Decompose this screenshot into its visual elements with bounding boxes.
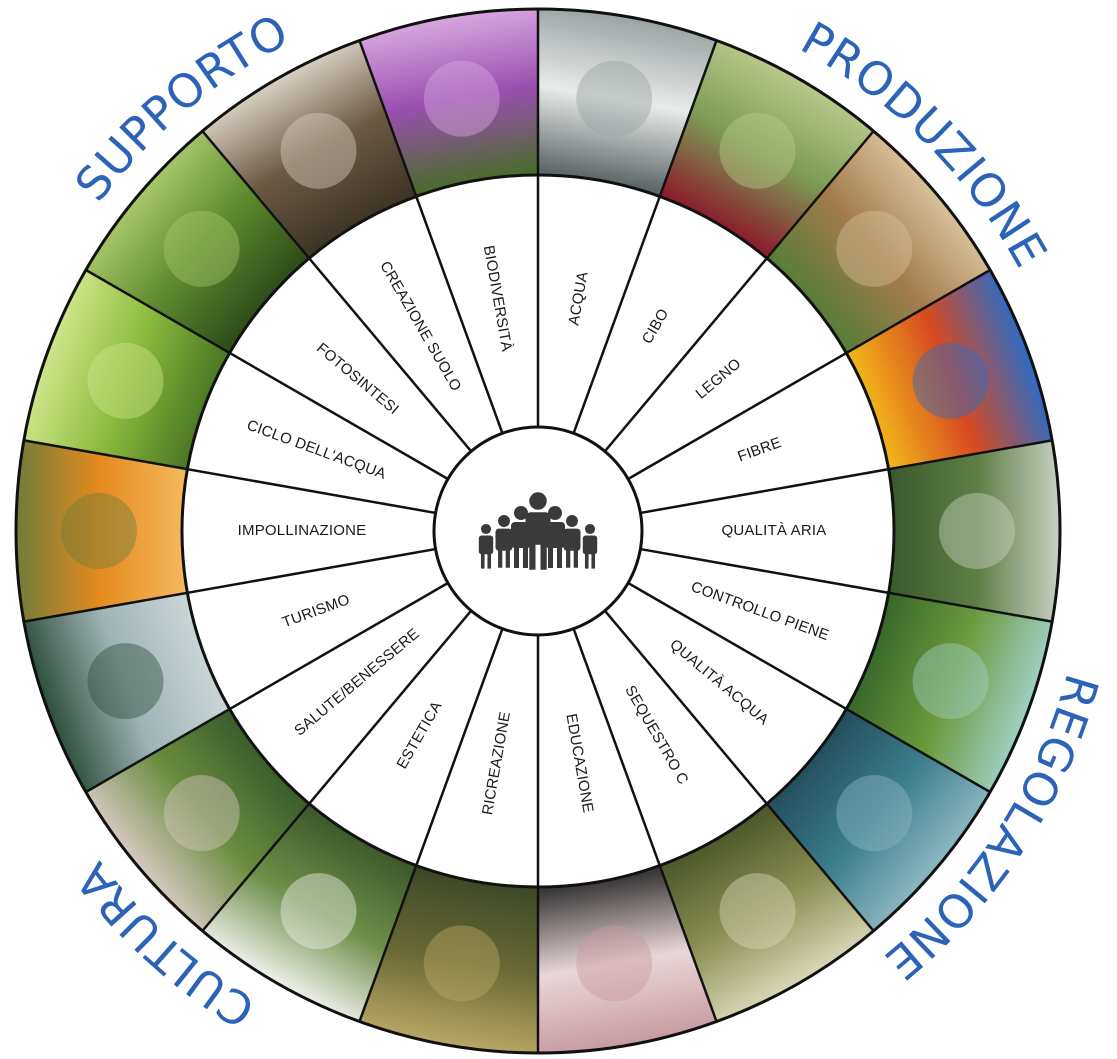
photo-green-river-bank: [846, 592, 1053, 792]
people-group-icon: [478, 492, 598, 570]
segment-dividers: [23, 9, 1053, 1053]
photo-magnifying-glass-blossom: [538, 865, 717, 1053]
divider-line: [603, 609, 875, 932]
segment-label: QUALITÀ ARIA: [722, 522, 827, 539]
photo-dew-on-leaves: [23, 270, 230, 470]
photo-large-tree: [659, 803, 874, 1022]
divider-line: [85, 268, 449, 481]
divider-line: [358, 40, 504, 434]
divider-line: [201, 130, 473, 453]
divider-line: [640, 439, 1053, 515]
divider-line: [572, 40, 718, 434]
photo-yoga-in-park: [85, 709, 310, 931]
photo-highlight: [912, 342, 989, 419]
photo-ring: [14, 7, 1062, 1055]
divider-line: [23, 547, 436, 623]
divider-line: [627, 581, 991, 794]
photo-stacked-logs: [766, 131, 991, 353]
photo-cotton-grass: [202, 803, 417, 1022]
divider-line: [23, 439, 436, 515]
photo-highlight: [163, 210, 240, 287]
divider-line: [627, 268, 991, 481]
photo-forest-path-hiker: [359, 865, 538, 1053]
photo-fern-leaf: [85, 131, 310, 353]
divider-line: [358, 628, 504, 1022]
photo-hiker-mountain-view: [23, 592, 230, 792]
photo-glass-of-water: [538, 9, 717, 197]
photo-highlight: [163, 775, 240, 852]
photo-highlight: [87, 342, 164, 419]
photo-highlight: [719, 112, 796, 189]
photo-mushroom: [202, 40, 417, 259]
photo-highlight: [280, 112, 357, 189]
photo-highlight: [939, 493, 1015, 569]
photo-highlight: [280, 873, 357, 950]
divider-line: [603, 130, 875, 453]
photo-highlight: [912, 643, 989, 720]
divider-line: [640, 547, 1053, 623]
photo-highlight: [423, 60, 500, 137]
photo-highlight: [576, 925, 653, 1002]
center-hub: [432, 425, 644, 637]
photo-bee-orange-flower: [15, 440, 188, 622]
photo-highlight: [87, 643, 164, 720]
divider-line: [85, 581, 449, 794]
photo-highlight: [423, 925, 500, 1002]
photo-highlight: [836, 775, 913, 852]
photo-tree-canopy: [888, 440, 1060, 622]
photo-colored-fabrics: [846, 270, 1053, 470]
photo-highlight: [61, 493, 137, 569]
segment-label: IMPOLLINAZIONE: [238, 522, 367, 539]
photo-apple-on-branch: [659, 40, 874, 259]
photo-highlight: [576, 60, 653, 137]
photo-flowing-water: [766, 709, 991, 931]
photo-butterfly-purple-flowers: [359, 9, 538, 197]
divider-line: [201, 609, 473, 932]
photo-highlight: [719, 873, 796, 950]
photo-highlight: [836, 210, 913, 287]
divider-line: [572, 628, 718, 1022]
